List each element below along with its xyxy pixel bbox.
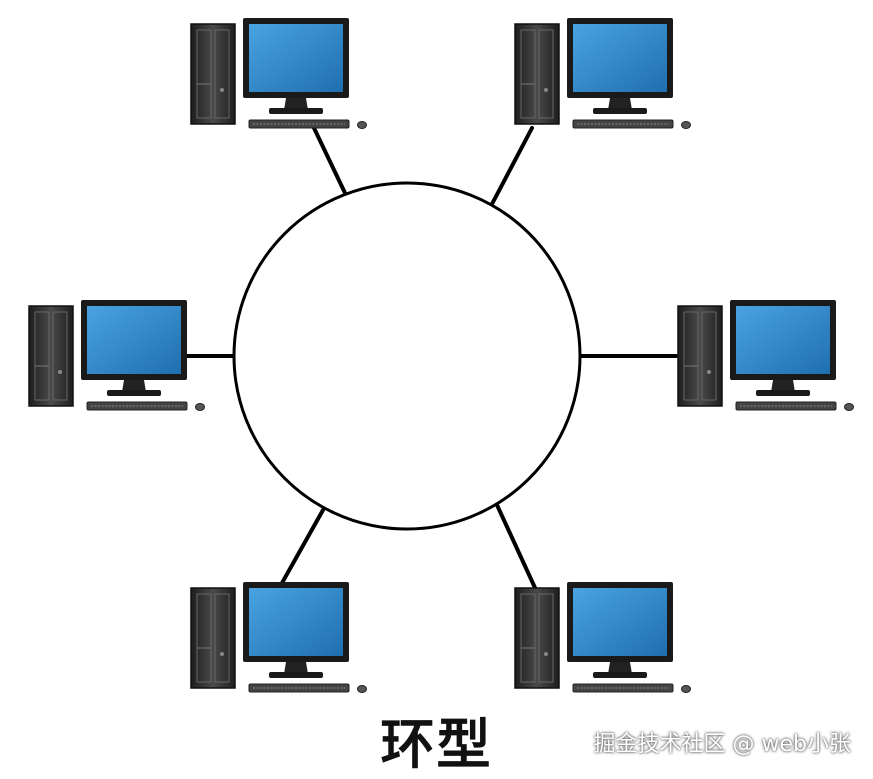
link-top-left	[312, 126, 347, 195]
diagram-title: 环型	[380, 713, 493, 776]
ring-circle	[232, 181, 582, 531]
connection-lines	[184, 126, 678, 592]
computer-bottom-left	[190, 581, 368, 694]
watermark-text: 掘金技术社区 @ web小张	[593, 732, 851, 757]
link-top-right	[490, 126, 534, 206]
computer-bottom-right	[514, 581, 692, 694]
link-bottom-right	[495, 503, 538, 592]
computer-right	[677, 299, 855, 412]
computer-top-left	[190, 17, 368, 130]
computer-left	[28, 299, 206, 412]
link-bottom-left	[280, 508, 325, 585]
computer-top-right	[514, 17, 692, 130]
